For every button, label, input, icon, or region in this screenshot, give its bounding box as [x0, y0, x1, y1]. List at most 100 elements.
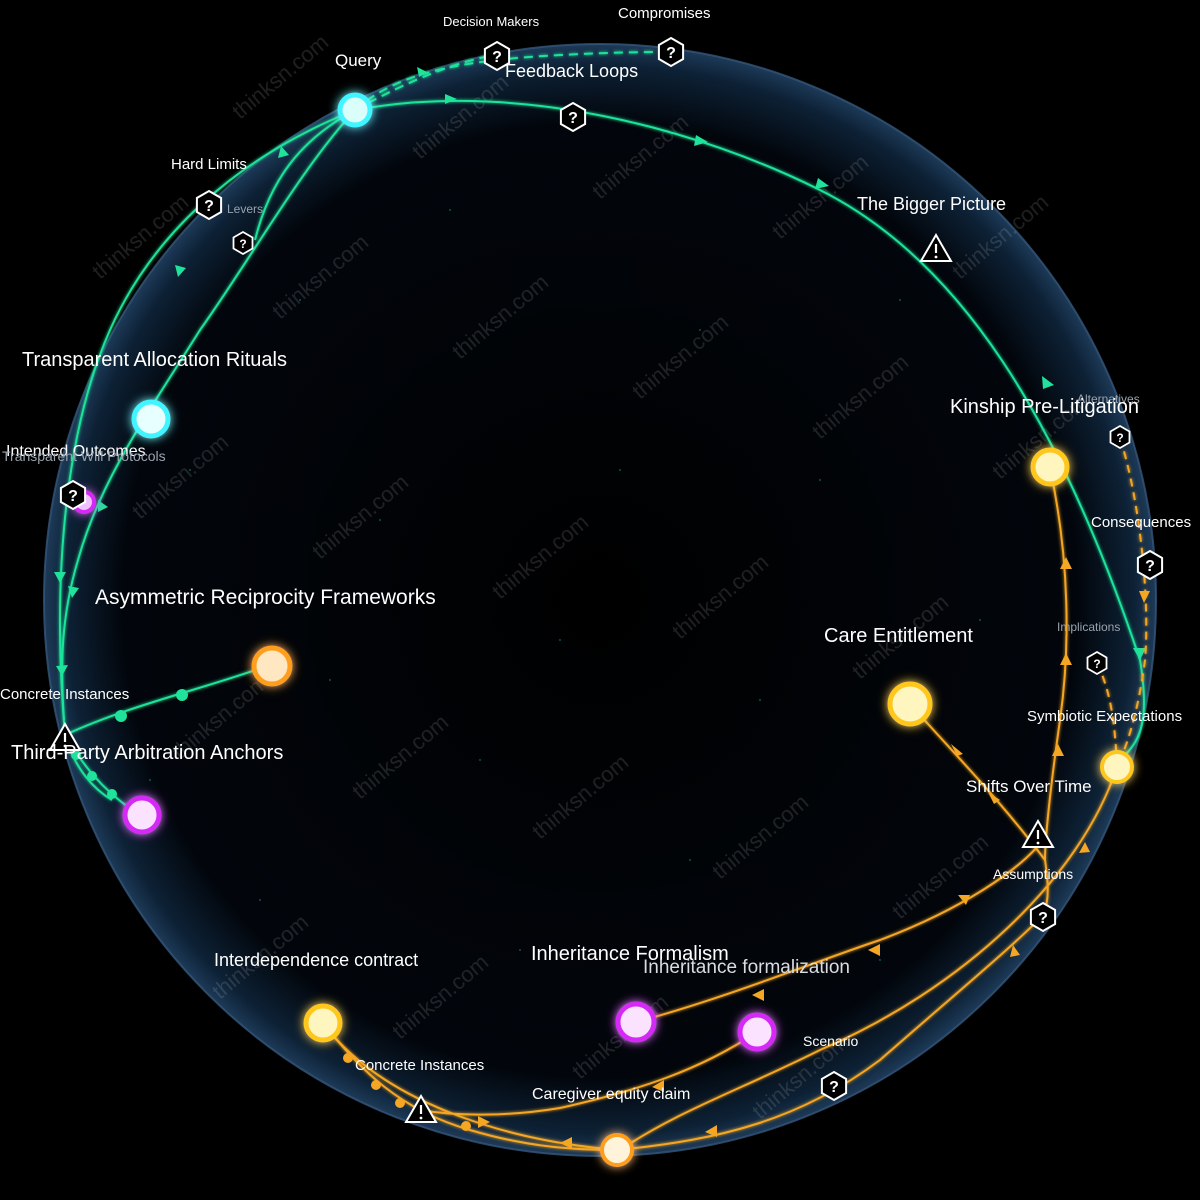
node-label-interdependence-contract: Interdependence contract	[214, 950, 418, 970]
node-query[interactable]	[337, 92, 373, 128]
question-hex-icon[interactable]	[195, 190, 223, 220]
marker-label-alternatives: Alternatives	[1077, 392, 1140, 406]
amber-thread-formalization	[419, 1031, 758, 1116]
amber-dots	[343, 1053, 471, 1131]
marker-label-concrete-instances-bottom: Concrete Instances	[355, 1057, 484, 1074]
green-arrowheads	[54, 67, 1146, 676]
question-hex-icon[interactable]	[820, 1071, 848, 1101]
amber-thread-bottom	[322, 914, 1044, 1152]
arrowhead	[958, 895, 970, 905]
question-hex-icon[interactable]	[1109, 425, 1131, 449]
watermark: thinksn.com	[227, 29, 333, 124]
arrowhead	[1052, 744, 1064, 756]
marker-label-scenario: Scenario	[803, 1033, 858, 1049]
node-label-asymmetric-reciprocity: Asymmetric Reciprocity Frameworks	[95, 586, 436, 609]
node-label-caregiver-equity-claim: Caregiver equity claim	[532, 1086, 690, 1103]
flow-dot	[87, 771, 97, 781]
node-label-third-party-arbitration: Third-Party Arbitration Anchors	[11, 742, 283, 764]
marker-label-decision-makers: Decision Makers	[443, 14, 540, 29]
node-label-symbiotic-expectations: Symbiotic Expectations	[1027, 708, 1182, 725]
star-field	[149, 209, 981, 961]
question-hex-icon[interactable]	[59, 480, 87, 510]
arrowhead	[445, 94, 457, 104]
question-hex-icon[interactable]	[1029, 902, 1057, 932]
marker-label-consequences: Consequences	[1091, 514, 1191, 531]
marker-label-intended-outcomes: Intended Outcomes	[6, 443, 146, 460]
green-thread-query-levers	[254, 109, 356, 241]
node-third-party-arbitration[interactable]	[122, 795, 162, 835]
node-inheritance-formalism[interactable]	[615, 1001, 657, 1043]
node-label-kinship-pre-litigation: Kinship Pre-Litigation	[950, 396, 1139, 418]
node-caregiver-equity-claim[interactable]	[600, 1133, 634, 1167]
node-interdependence-contract[interactable]	[303, 1003, 343, 1043]
marker-label-implications: Implications	[1057, 620, 1120, 634]
arrowhead	[98, 500, 108, 512]
flow-dot	[107, 789, 117, 799]
green-thread-arbitration	[63, 664, 271, 816]
arrowhead	[478, 1116, 490, 1128]
arrowhead	[1133, 648, 1146, 660]
flow-dot	[395, 1098, 405, 1108]
arrowhead	[1042, 376, 1054, 389]
marker-label-the-bigger-picture: The Bigger Picture	[857, 194, 1006, 214]
arrowhead	[1060, 557, 1072, 569]
amber-arrowheads	[478, 557, 1150, 1149]
node-label-query: Query	[335, 51, 382, 70]
arrowhead	[868, 944, 880, 956]
question-hex-icon[interactable]	[1136, 550, 1164, 580]
arrowhead	[54, 572, 66, 583]
amber-thread-symbiotic	[619, 766, 1118, 1151]
marker-label-compromises: Compromises	[618, 5, 711, 22]
arrowhead	[1060, 653, 1072, 665]
arrowhead	[1079, 842, 1090, 853]
arrowhead	[560, 1137, 572, 1149]
node-care-entitlement[interactable]	[887, 681, 933, 727]
node-label-inheritance-formalism: Inheritance Formalism	[531, 943, 729, 965]
marker-label-concrete-instances-left: Concrete Instances	[0, 686, 129, 703]
marker-label-levers: Levers	[227, 202, 263, 216]
arrowhead	[417, 67, 427, 77]
question-hex-icon[interactable]	[1086, 651, 1108, 675]
node-transparent-allocation[interactable]	[131, 399, 171, 439]
arrowhead	[1010, 945, 1020, 957]
marker-label-assumptions: Assumptions	[993, 866, 1073, 882]
flow-dot	[176, 689, 188, 701]
node-label-transparent-allocation: Transparent Allocation Rituals	[22, 349, 287, 371]
green-dots	[71, 689, 188, 799]
arrowhead	[68, 586, 79, 598]
amber-thread-dashed-impl	[1096, 662, 1118, 768]
node-label-care-entitlement: Care Entitlement	[824, 625, 973, 647]
amber-thread-interdep	[322, 1022, 618, 1151]
marker-label-hard-limits: Hard Limits	[171, 156, 247, 173]
flow-dot	[461, 1121, 471, 1131]
arrowhead	[652, 1080, 664, 1092]
node-label-transparent-will: Transparent Will Protocols	[2, 448, 166, 464]
node-label-inheritance-formalization: Inheritance formalization	[643, 957, 850, 978]
node-kinship-pre-litigation[interactable]	[1030, 447, 1070, 487]
arrowhead	[951, 744, 963, 756]
question-hex-icon[interactable]	[232, 231, 254, 255]
sphere-rim	[43, 43, 1157, 1157]
amber-thread-formalism	[635, 839, 1044, 1023]
labels-layer: Decision Makers Compromises Query Feedba…	[0, 5, 1191, 1103]
node-inheritance-formalization[interactable]	[737, 1012, 777, 1052]
arrowhead	[56, 665, 68, 676]
sphere-background	[44, 44, 1156, 1156]
marker-label-shifts-over-time: Shifts Over Time	[966, 777, 1092, 796]
question-hex-icon[interactable]	[657, 37, 685, 67]
flow-dot	[71, 750, 81, 760]
arrowhead	[694, 135, 708, 146]
node-symbiotic-expectations[interactable]	[1100, 750, 1134, 784]
arrowhead	[988, 792, 1000, 804]
arrowhead	[705, 1125, 717, 1137]
flow-dot	[343, 1053, 353, 1063]
node-asymmetric-reciprocity[interactable]	[251, 645, 293, 687]
arrowhead	[752, 989, 764, 1001]
arrowhead	[1139, 591, 1150, 603]
green-thread-left	[59, 109, 356, 801]
green-thread-dashed-top2	[354, 54, 498, 111]
question-hex-icon[interactable]	[559, 102, 587, 132]
arrowhead	[278, 146, 289, 158]
nodes-layer	[72, 92, 1134, 1167]
